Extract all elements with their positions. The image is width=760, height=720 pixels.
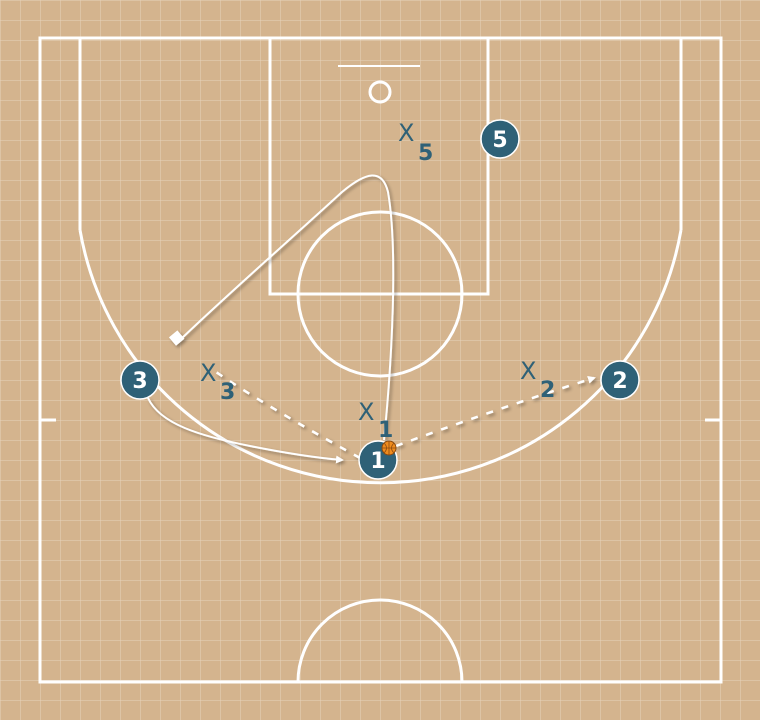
free-throw-circle	[296, 210, 464, 378]
screen-end-marker	[168, 330, 185, 346]
offense-players: 5 3 2 1	[120, 119, 640, 480]
offense-player-5[interactable]: 5	[480, 119, 520, 159]
paint	[268, 36, 490, 296]
pass-path-1-to-2	[395, 375, 596, 448]
defender-x2: X 2	[520, 357, 555, 403]
cut-path-player-1	[179, 174, 395, 441]
defense-markers: X 5 X 3 X 2 X 1	[200, 119, 555, 443]
defender-x1-number: 1	[378, 418, 393, 443]
defender-x5-letter: X	[398, 119, 414, 147]
court-lines	[38, 36, 723, 684]
player-3-number: 3	[132, 369, 147, 394]
player-5-circle	[480, 119, 520, 159]
defender-x5: X 5	[398, 119, 433, 166]
defender-x1: X 1	[358, 398, 393, 443]
player-1-number: 1	[370, 449, 385, 474]
defender-x5-number: 5	[418, 141, 433, 166]
three-point-arc	[78, 229, 683, 485]
basketball-icon	[381, 440, 397, 456]
offense-player-2[interactable]: 2	[600, 360, 640, 400]
defender-x3: X 3	[200, 359, 235, 405]
offense-player-3[interactable]: 3	[120, 360, 160, 400]
player-2-number: 2	[612, 369, 627, 394]
player-5-number: 5	[492, 128, 507, 153]
rim	[368, 80, 392, 104]
cut-path-player-3	[147, 397, 344, 464]
defender-x2-number: 2	[540, 378, 555, 403]
defender-x3-number: 3	[220, 380, 235, 405]
play-actions	[147, 174, 596, 464]
player-2-circle	[600, 360, 640, 400]
pass-path-1-to-3	[215, 370, 361, 460]
defender-x1-letter: X	[358, 398, 374, 426]
defender-x2-letter: X	[520, 357, 536, 385]
half-court-circle	[296, 598, 464, 683]
player-3-circle	[120, 360, 160, 400]
defender-x3-letter: X	[200, 359, 216, 387]
